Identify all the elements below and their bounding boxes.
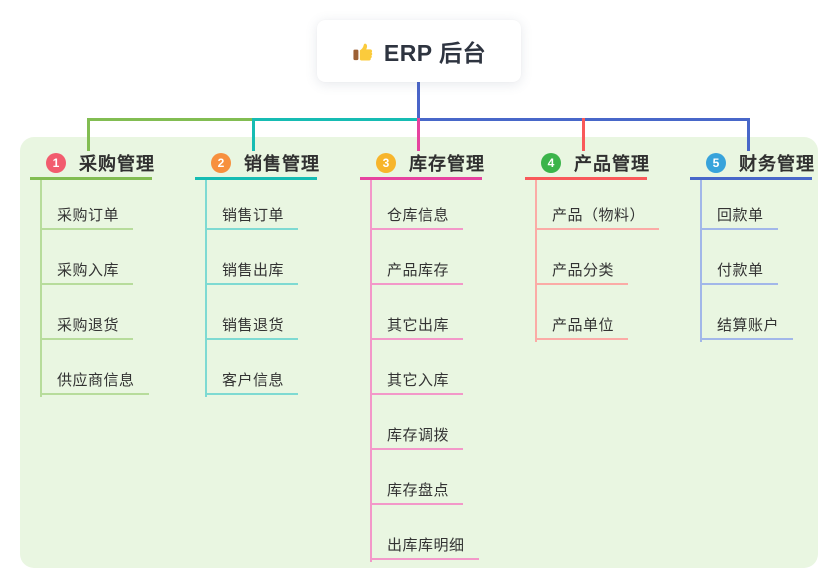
branch-node[interactable]: 3 库存管理 — [376, 150, 485, 176]
branch-number-badge: 1 — [46, 153, 66, 173]
branch-number-badge: 3 — [376, 153, 396, 173]
branch-underline — [30, 177, 152, 180]
branch-underline — [195, 177, 317, 180]
branch-underline — [360, 177, 482, 180]
branch-number-badge: 4 — [541, 153, 561, 173]
branch-drop-line — [252, 118, 255, 151]
branch-drop-line — [747, 118, 750, 151]
child-node[interactable]: 采购入库 — [40, 259, 134, 285]
branch-spine-line — [205, 180, 207, 397]
child-node[interactable]: 回款单 — [700, 204, 778, 230]
root-node-erp[interactable]: ERP 后台 — [317, 20, 521, 82]
child-node[interactable]: 库存调拨 — [370, 424, 464, 450]
bus-segment-left — [87, 118, 254, 121]
root-node-title: ERP 后台 — [383, 40, 487, 66]
child-node[interactable]: 产品分类 — [535, 259, 629, 285]
branch-label: 库存管理 — [409, 154, 485, 174]
child-node[interactable]: 销售退货 — [205, 314, 299, 340]
branch-label: 销售管理 — [244, 154, 320, 174]
child-node[interactable]: 采购退货 — [40, 314, 134, 340]
branch-spine-line — [370, 180, 372, 562]
child-node[interactable]: 产品（物料） — [535, 204, 660, 230]
child-node[interactable]: 客户信息 — [205, 369, 299, 395]
child-node[interactable]: 其它出库 — [370, 314, 464, 340]
branches-background-panel — [20, 137, 818, 568]
branch-label: 产品管理 — [574, 154, 650, 174]
branch-number-badge: 5 — [706, 153, 726, 173]
child-node[interactable]: 销售出库 — [205, 259, 299, 285]
child-node[interactable]: 其它入库 — [370, 369, 464, 395]
thumbs-up-icon — [352, 40, 375, 63]
child-node[interactable]: 库存盘点 — [370, 479, 464, 505]
bus-segment-mid — [253, 118, 419, 121]
branch-label: 财务管理 — [739, 154, 815, 174]
branch-label: 采购管理 — [79, 154, 155, 174]
child-node[interactable]: 采购订单 — [40, 204, 134, 230]
child-node[interactable]: 销售订单 — [205, 204, 299, 230]
branch-spine-line — [700, 180, 702, 342]
branch-drop-line — [417, 118, 420, 151]
branch-spine-line — [40, 180, 42, 397]
child-node[interactable]: 付款单 — [700, 259, 778, 285]
child-node[interactable]: 仓库信息 — [370, 204, 464, 230]
root-stem-line — [417, 80, 420, 121]
child-node[interactable]: 产品单位 — [535, 314, 629, 340]
child-node[interactable]: 结算账户 — [700, 314, 794, 340]
child-node[interactable]: 出库库明细 — [370, 534, 479, 560]
child-node[interactable]: 产品库存 — [370, 259, 464, 285]
branch-node[interactable]: 4 产品管理 — [541, 150, 650, 176]
branch-number-badge: 2 — [211, 153, 231, 173]
branch-underline — [525, 177, 647, 180]
branch-spine-line — [535, 180, 537, 342]
branch-underline — [690, 177, 812, 180]
branch-node[interactable]: 1 采购管理 — [46, 150, 155, 176]
branch-drop-line — [582, 118, 585, 151]
child-node[interactable]: 供应商信息 — [40, 369, 149, 395]
branch-node[interactable]: 5 财务管理 — [706, 150, 815, 176]
branch-drop-line — [87, 118, 90, 151]
branch-node[interactable]: 2 销售管理 — [211, 150, 320, 176]
